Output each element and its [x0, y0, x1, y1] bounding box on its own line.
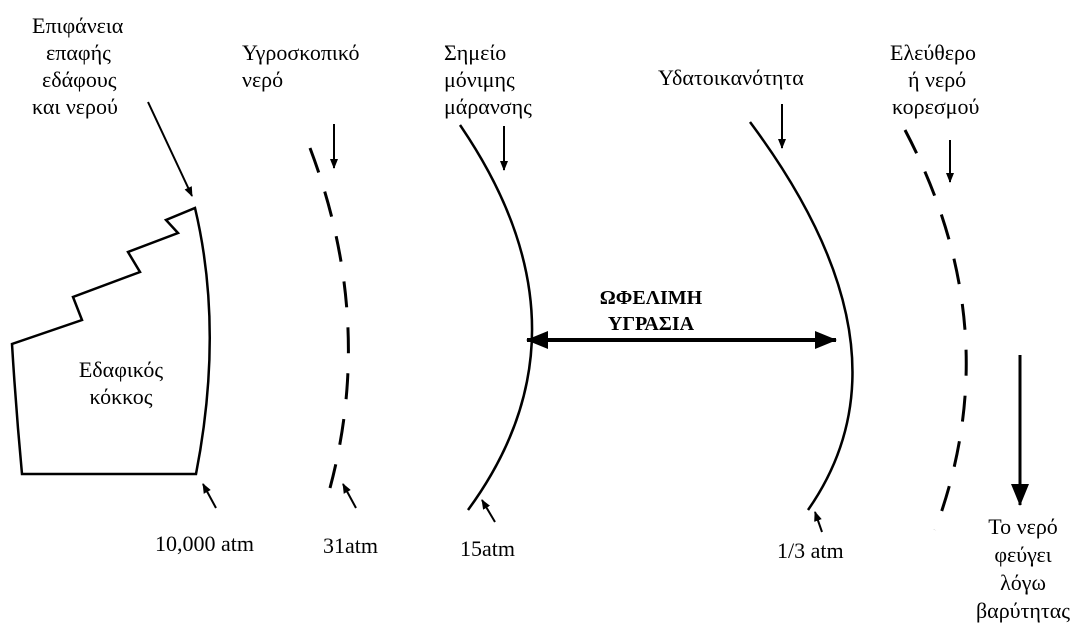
hygroscopic-water-curve	[308, 147, 350, 489]
pressure-10000-arrow	[202, 483, 217, 509]
hygroscopic-water-label: Υγροσκοπικό νερό	[242, 40, 360, 92]
wilting-point-curve	[458, 124, 534, 511]
pressure-third-arrow	[814, 511, 823, 533]
pressure-15-arrow	[481, 499, 496, 523]
soil-particle-shape	[10, 206, 211, 476]
pressure-31-arrow	[342, 483, 357, 509]
pressure-10000-label: 10,000 atm	[155, 531, 254, 556]
pressure-third-label: 1/3 atm	[777, 538, 844, 563]
field-capacity-label: Υδατοικανότητα	[658, 65, 804, 90]
free-water-curve	[903, 129, 968, 531]
useful-moisture-label: ΩΦΕΛΙΜΗ ΥΓΡΑΣΙΑ	[599, 287, 703, 335]
field-capacity-curve	[748, 121, 854, 511]
gravity-drain-label: Το νερό φεύγει λόγω βαρύτητας	[975, 514, 1070, 623]
wilting-point-label: Σημείο μόνιμης μάρανσης	[444, 40, 532, 119]
surface-contact-label: Επιφάνεια επαφής εδάφους και νερού	[32, 13, 124, 119]
pressure-31-label: 31atm	[323, 533, 378, 558]
pressure-15-label: 15atm	[460, 536, 515, 561]
free-water-label: Ελεύθερο ή νερό κορεσμού	[890, 40, 980, 119]
surface-pointer-arrow	[147, 101, 193, 197]
soil-particle-label: Εδαφικός κόκκος	[78, 357, 164, 409]
